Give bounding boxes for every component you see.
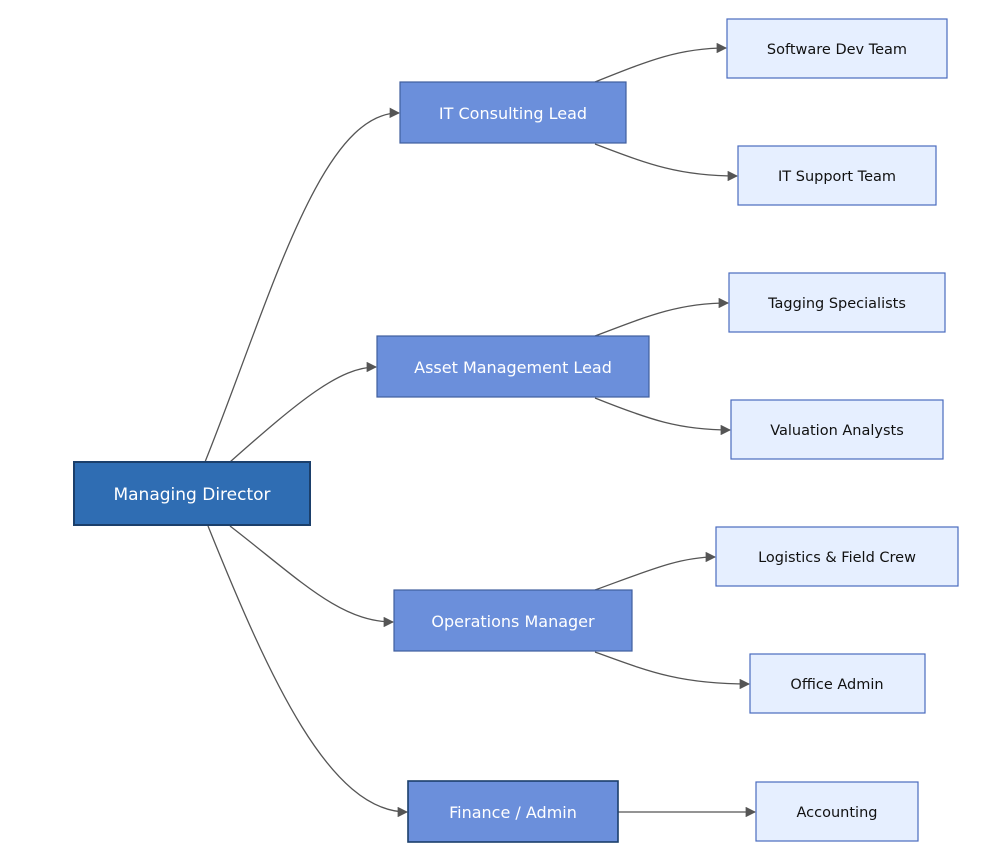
node-label: Operations Manager (431, 612, 595, 631)
edge-root-to-it-consulting (204, 107, 401, 463)
node-it-consulting-lead: IT Consulting Lead (399, 81, 627, 144)
node-operations-manager: Operations Manager (393, 589, 633, 652)
edge-root-to-asset-management (229, 361, 378, 463)
node-label: Logistics & Field Crew (758, 550, 916, 566)
node-office-admin: Office Admin (749, 653, 926, 714)
edge-operations-to-logistics (594, 551, 717, 591)
edge-it-consulting-to-software-dev (594, 42, 728, 83)
edge-root-to-operations (229, 525, 395, 628)
node-tagging-specialists: Tagging Specialists (728, 272, 946, 333)
node-logistics-field-crew: Logistics & Field Crew (715, 526, 959, 587)
node-it-support-team: IT Support Team (737, 145, 937, 206)
node-finance-admin: Finance / Admin (407, 780, 619, 843)
node-managing-director: Managing Director (73, 461, 311, 526)
node-asset-management-lead: Asset Management Lead (376, 335, 650, 398)
edge-asset-to-valuation (594, 397, 732, 436)
node-software-dev-team: Software Dev Team (726, 18, 948, 79)
node-valuation-analysts: Valuation Analysts (730, 399, 944, 460)
edges (204, 42, 757, 818)
edge-root-to-finance (207, 525, 409, 818)
node-label: IT Support Team (778, 169, 896, 185)
edge-operations-to-office-admin (594, 651, 751, 690)
node-label: Finance / Admin (449, 803, 577, 822)
node-accounting: Accounting (755, 781, 919, 842)
node-label: Accounting (797, 805, 878, 821)
node-label: Software Dev Team (767, 42, 907, 58)
node-label: Tagging Specialists (767, 296, 906, 312)
node-label: Office Admin (790, 677, 883, 693)
node-label: Asset Management Lead (414, 358, 612, 377)
edge-it-consulting-to-it-support (594, 143, 739, 182)
node-label: IT Consulting Lead (439, 104, 587, 123)
node-label: Valuation Analysts (770, 423, 904, 439)
edge-asset-to-tagging (594, 297, 730, 337)
node-label: Managing Director (113, 485, 270, 505)
